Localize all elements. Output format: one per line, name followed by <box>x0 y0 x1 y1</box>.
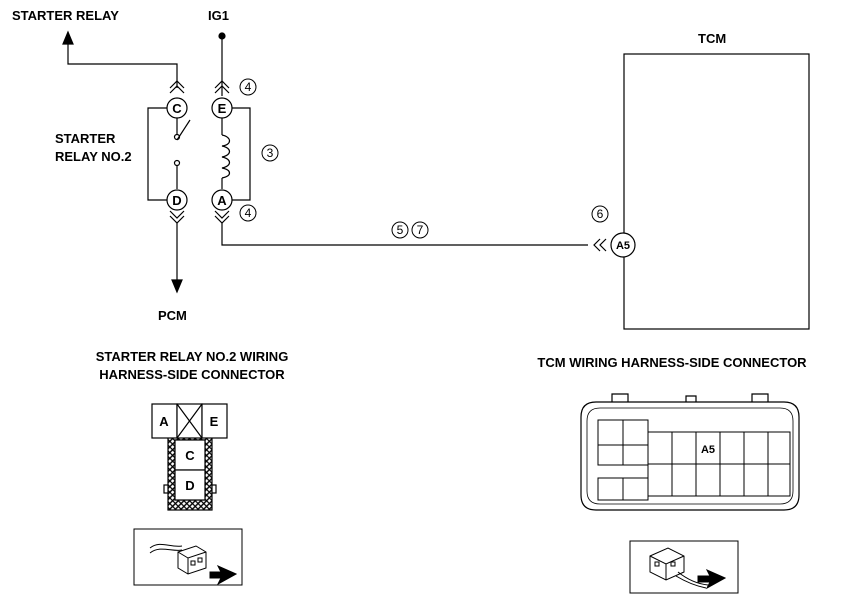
ig1-label: IG1 <box>208 8 229 23</box>
step-7-circle <box>411 221 429 239</box>
terminal-a5-circle <box>610 232 636 258</box>
terminal-d-circle <box>166 189 188 211</box>
tcm-connector-face <box>580 393 800 511</box>
terminal-e-circle <box>211 97 233 119</box>
tcm-box <box>623 53 810 330</box>
connector-chevrons-bottom <box>169 210 230 224</box>
step-4-top: 4 <box>245 80 252 94</box>
relay-pin-d: D <box>185 478 194 493</box>
step-5: 5 <box>397 223 404 237</box>
relay-coil <box>221 118 231 189</box>
pcm-label: PCM <box>158 308 187 323</box>
terminal-d-label: D <box>172 193 181 208</box>
tcm-pin-a5: A5 <box>701 444 715 456</box>
step-6: 6 <box>597 207 604 221</box>
connector-chevrons-top <box>169 80 230 94</box>
terminal-a5-label: A5 <box>616 240 630 252</box>
relay-connector-face <box>151 403 228 511</box>
pcm-wire <box>171 223 183 294</box>
terminal-c-label: C <box>172 101 182 116</box>
relay-connector-title-line1: STARTER RELAY NO.2 WIRING <box>96 349 289 364</box>
relay-pin-a: A <box>159 414 169 429</box>
step-4-top-circle <box>239 78 257 96</box>
terminal-c-circle <box>166 97 188 119</box>
tcm-signal-wire <box>221 223 607 252</box>
relay-pin-e: E <box>210 414 219 429</box>
relay-connector-view-icon <box>133 528 243 586</box>
relay-name-line2: RELAY NO.2 <box>55 149 132 164</box>
tcm-connector-view-icon <box>629 540 739 594</box>
step-4-bottom: 4 <box>245 206 252 220</box>
starter-relay-label: STARTER RELAY <box>12 8 119 23</box>
terminal-e-label: E <box>218 101 227 116</box>
terminal-a-label: A <box>217 193 227 208</box>
relay-name-line1: STARTER <box>55 131 116 146</box>
step-4-bottom-circle <box>239 204 257 222</box>
relay-connector-title-line2: HARNESS-SIDE CONNECTOR <box>99 367 285 382</box>
starter-relay-wire <box>62 30 178 88</box>
step-3-circle <box>261 144 279 162</box>
tcm-label: TCM <box>698 31 726 46</box>
relay-pin-c: C <box>185 448 195 463</box>
tcm-connector-title: TCM WIRING HARNESS-SIDE CONNECTOR <box>537 355 807 370</box>
terminal-a-circle <box>211 189 233 211</box>
step-3: 3 <box>267 146 274 160</box>
relay-body <box>147 107 251 201</box>
step-7: 7 <box>417 223 424 237</box>
step-5-circle <box>391 221 409 239</box>
step-6-circle <box>591 205 609 223</box>
relay-switch <box>173 118 191 189</box>
